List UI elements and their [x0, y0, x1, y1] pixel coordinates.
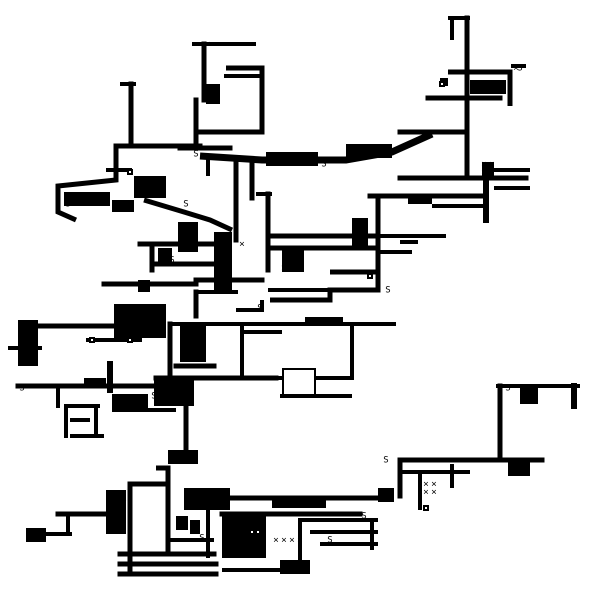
s-marker-icon: S — [151, 392, 156, 402]
tile-marker-center — [129, 171, 131, 173]
cross-tile-icon: ✕ — [281, 536, 286, 546]
room-wall — [176, 516, 188, 530]
s-marker-icon: S — [385, 286, 390, 296]
cross-tile-icon: ✕ — [297, 536, 302, 546]
room-wall — [214, 232, 232, 292]
tile-marker-center — [251, 531, 253, 533]
room-wall — [138, 280, 150, 292]
room-wall — [408, 196, 432, 204]
cross-tile-icon: ✕ — [489, 160, 494, 170]
corridor — [199, 130, 434, 164]
cross-tile-icon: ✕ — [289, 536, 294, 546]
s-marker-icon: S — [19, 384, 24, 394]
cross-tile-icon: ✕ — [481, 160, 486, 170]
room-wall — [184, 488, 230, 510]
corridor — [156, 465, 171, 554]
room-wall — [352, 218, 368, 246]
room-wall — [168, 450, 198, 464]
room-wall — [178, 222, 198, 252]
s-marker-icon: S — [383, 456, 388, 466]
tile-marker-center — [91, 339, 93, 341]
corridor — [236, 300, 264, 312]
corridor — [196, 65, 265, 135]
room-wall — [190, 520, 200, 534]
s-marker-icon: S — [327, 536, 332, 546]
corridor — [143, 197, 234, 233]
room-wall — [112, 200, 134, 212]
s-marker-icon: S — [321, 160, 326, 170]
cross-tile-icon: ✕ — [239, 240, 244, 250]
corridor — [270, 269, 381, 303]
tile-marker-center — [129, 339, 131, 341]
tile-marker-center — [425, 507, 427, 509]
room-wall — [508, 462, 530, 476]
room-floor — [284, 370, 314, 394]
marker-layer: S S S S S S S S S S S S S S S S S — [19, 64, 522, 546]
cross-tile-icon: ✕ — [431, 488, 436, 498]
room-wall — [180, 322, 206, 362]
cross-tile-icon: ✕ — [481, 168, 486, 178]
s-marker-icon: S — [199, 534, 204, 544]
s-marker-icon: S — [121, 496, 126, 506]
room-wall — [520, 386, 538, 404]
corridor — [448, 69, 513, 106]
tile-marker-center — [441, 83, 443, 85]
cross-tile-icon: ✕ — [423, 480, 428, 490]
s-marker-icon: S — [65, 200, 70, 210]
tile-marker-center — [369, 275, 371, 277]
room-wall — [112, 394, 148, 412]
s-marker-icon: S — [517, 64, 522, 74]
room-wall — [206, 84, 220, 104]
room-wall — [266, 152, 318, 166]
room-wall — [18, 320, 38, 366]
cross-tile-icon: ✕ — [431, 480, 436, 490]
cross-tile-icon: ✕ — [273, 536, 278, 546]
room-wall — [64, 192, 110, 206]
room-wall — [26, 528, 46, 542]
s-marker-icon: S — [361, 512, 366, 522]
room-wall — [470, 80, 506, 94]
s-marker-icon: S — [169, 256, 174, 266]
cross-tile-icon: ✕ — [423, 488, 428, 498]
s-marker-icon: S — [505, 384, 510, 394]
room-wall — [482, 162, 494, 180]
room-wall — [134, 176, 166, 198]
cross-tile-icon: ✕ — [205, 40, 210, 50]
room-wall — [280, 560, 310, 574]
room-wall — [282, 250, 304, 272]
cross-tile-icon: ✕ — [489, 168, 494, 178]
detail-layer: ✕✕✕✕✕✕✕✕✕✕✕✕✕✕✕ — [89, 40, 519, 546]
s-marker-icon: S — [193, 150, 198, 160]
room-wall — [106, 490, 126, 534]
room-wall — [158, 248, 172, 266]
room-wall — [272, 496, 326, 508]
room-wall — [346, 144, 392, 158]
room-wall — [114, 304, 166, 338]
s-marker-icon: S — [281, 264, 286, 274]
room-wall — [84, 378, 106, 386]
cross-tile-icon: ✕ — [513, 64, 518, 74]
tile-marker-center — [257, 531, 259, 533]
s-marker-icon: S — [257, 304, 262, 314]
s-marker-icon: S — [183, 200, 188, 210]
wall-layer — [8, 15, 580, 577]
